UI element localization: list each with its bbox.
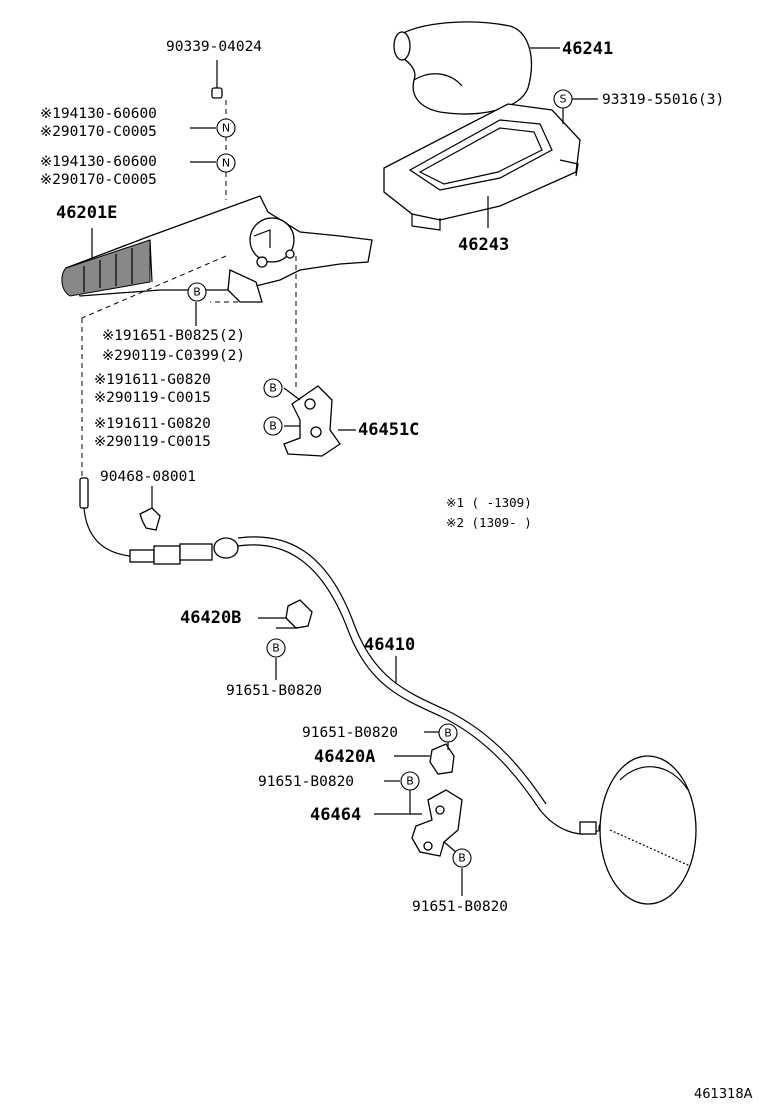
clip-90468 (139, 507, 161, 531)
clamp-46420b (285, 599, 313, 629)
bracket-46464 (411, 789, 463, 857)
label-93319-55016: 93319-55016(3) (602, 92, 724, 108)
label-91651-b0820-c: 91651-B0820 (258, 774, 354, 790)
shift-boot-46241 (393, 21, 532, 115)
marker-n-2: N (216, 153, 236, 173)
label-46201e: 46201E (56, 203, 117, 223)
label-91651-b0820-a: 91651-B0820 (226, 683, 322, 699)
svg-text:B: B (272, 642, 280, 655)
marker-b-5: B (438, 723, 458, 743)
marker-b-3: B (263, 416, 283, 436)
label-b1b: ※290119-C0399(2) (102, 348, 245, 364)
label-46451c: 46451C (358, 420, 419, 440)
lever-46201e (61, 195, 373, 303)
note-range-2: ※2 (1309- ) (446, 515, 532, 530)
marker-s: S (553, 89, 573, 109)
bracket-46451c (283, 385, 341, 457)
svg-text:S: S (560, 93, 567, 106)
svg-text:N: N (222, 122, 230, 135)
label-b1a: ※191651-B0825(2) (102, 328, 245, 344)
svg-text:B: B (444, 727, 452, 740)
marker-b-1: B (187, 282, 207, 302)
dash-lever-cable (81, 255, 227, 319)
label-91651-b0820-d: 91651-B0820 (412, 899, 508, 915)
svg-text:B: B (269, 382, 277, 395)
label-46243: 46243 (458, 235, 509, 255)
console-46243 (383, 103, 581, 231)
svg-text:B: B (193, 286, 201, 299)
label-n1a: ※194130-60600 (40, 106, 157, 122)
label-b3a: ※191611-G0820 (94, 416, 211, 432)
marker-b-2: B (263, 378, 283, 398)
label-46420b: 46420B (180, 608, 241, 628)
cable-46410 (79, 477, 614, 836)
label-90468-08001: 90468-08001 (100, 469, 196, 485)
marker-n-1: N (216, 118, 236, 138)
svg-text:B: B (458, 852, 466, 865)
leader-b-bottom (443, 841, 457, 853)
label-n1b: ※290170-C0005 (40, 124, 157, 140)
note-range-1: ※1 ( -1309) (446, 495, 532, 510)
svg-text:B: B (269, 420, 277, 433)
marker-b-6: B (400, 771, 420, 791)
clamp-46420a (429, 743, 455, 775)
label-46241: 46241 (562, 39, 613, 59)
label-90339-04024: 90339-04024 (166, 39, 262, 55)
label-b3b: ※290119-C0015 (94, 434, 211, 450)
label-46410: 46410 (364, 635, 415, 655)
figure-code: 461318A (694, 1087, 753, 1102)
marker-b-4: B (266, 638, 286, 658)
label-46464: 46464 (310, 805, 361, 825)
label-n2a: ※194130-60600 (40, 154, 157, 170)
svg-text:B: B (406, 775, 414, 788)
label-b2b: ※290119-C0015 (94, 390, 211, 406)
label-b2a: ※191611-G0820 (94, 372, 211, 388)
label-n2b: ※290170-C0005 (40, 172, 157, 188)
label-46420a: 46420A (314, 747, 375, 767)
marker-b-7: B (452, 848, 472, 868)
brake-drum (599, 755, 697, 905)
leader-b2 (283, 387, 301, 401)
svg-text:N: N (222, 157, 230, 170)
cap-90339 (211, 87, 223, 99)
label-91651-b0820-b: 91651-B0820 (302, 725, 398, 741)
